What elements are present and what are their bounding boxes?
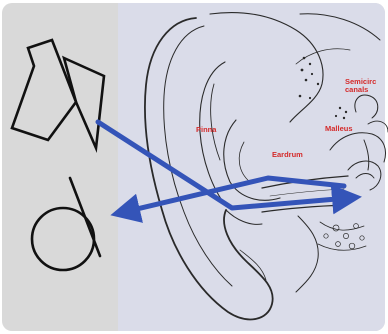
speaker-icon (12, 40, 104, 148)
malleus-label: Malleus (325, 125, 353, 133)
incoming-sound-arrow (98, 122, 348, 208)
sound-path-arrows (98, 122, 348, 212)
ear-anatomy-sketch (145, 13, 388, 320)
semicircular-label-line2: canals (345, 86, 376, 94)
pinna-label: Pinna (196, 126, 216, 134)
eardrum-label: Eardrum (272, 151, 303, 159)
ear-symbol-icon (32, 178, 100, 270)
semicircular-canals-label: Semicirc canals (345, 78, 376, 94)
